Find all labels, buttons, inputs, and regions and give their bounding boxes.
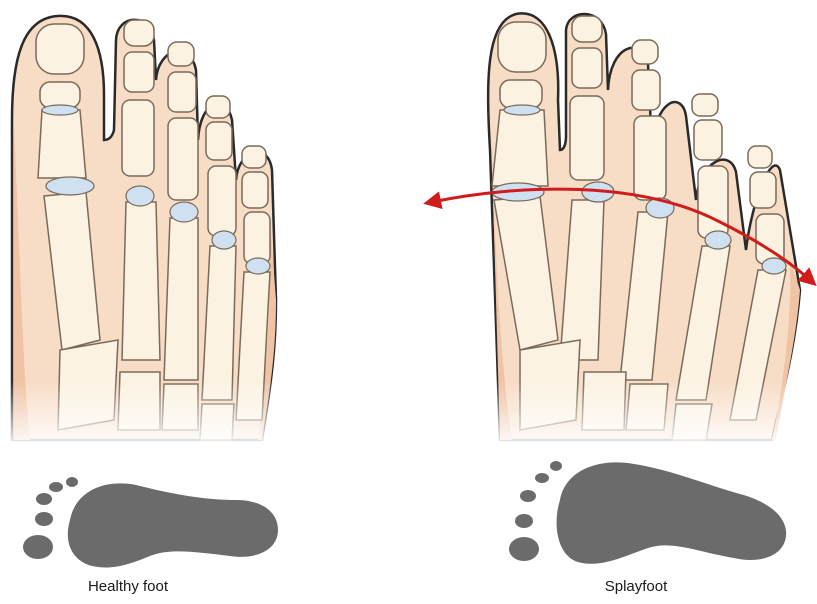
healthy-footprint [23, 477, 278, 568]
healthy-foot-caption: Healthy foot [88, 578, 168, 595]
healthy-foot-illustration [0, 16, 290, 450]
splayfoot-caption: Splayfoot [605, 578, 668, 595]
splayfoot-illustration [432, 13, 817, 450]
splayfoot-footprint [509, 461, 786, 564]
